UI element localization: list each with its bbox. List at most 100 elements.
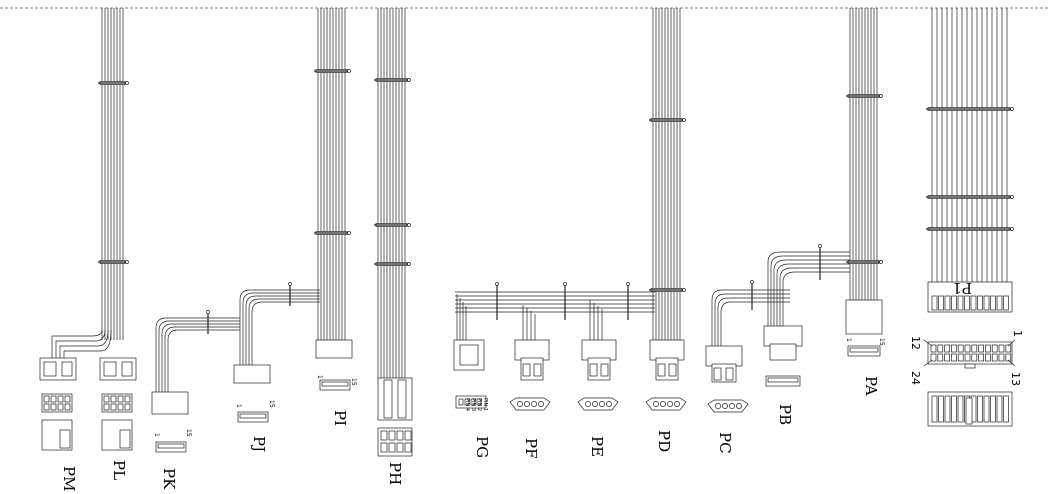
pin-pj-1: 1 — [235, 404, 242, 408]
pin — [124, 395, 131, 403]
pin — [991, 353, 998, 362]
molex-pin — [589, 363, 598, 377]
cable-pk-pj-pi — [151, 8, 353, 453]
sata-slot — [849, 347, 879, 353]
molex-pin — [522, 363, 531, 377]
pin — [404, 430, 412, 441]
bent-wire — [164, 326, 240, 392]
label-pm: PM — [60, 466, 78, 491]
bent-wire — [782, 271, 850, 326]
latch — [103, 361, 117, 377]
pin — [50, 395, 57, 403]
pin — [396, 442, 404, 453]
molex-body — [769, 343, 797, 361]
pin-slot — [938, 395, 944, 423]
connector-housing — [845, 299, 883, 335]
label-pb: PB — [776, 404, 794, 425]
molex-hole — [653, 401, 659, 407]
cable-tie-head — [347, 231, 351, 235]
latch — [397, 379, 407, 419]
molex-hole — [599, 401, 605, 407]
molex-hole — [736, 403, 742, 409]
latch — [383, 379, 393, 419]
molex-front — [509, 397, 551, 411]
latch — [121, 361, 133, 377]
pin-slot — [983, 295, 990, 311]
pin — [117, 395, 124, 403]
latch — [965, 397, 973, 425]
cable-tie-head — [206, 310, 210, 314]
label-pa: PA — [862, 376, 880, 396]
bent-wire — [1007, 359, 1016, 367]
molex-hole — [531, 401, 537, 407]
pin-pk-1: 1 — [153, 433, 160, 437]
cable-pa — [845, 8, 883, 357]
pin — [57, 395, 64, 403]
molex-hole — [517, 401, 523, 407]
pin — [1005, 353, 1012, 362]
label-pe: PE — [588, 436, 606, 457]
molex-hole — [667, 401, 673, 407]
pin — [57, 403, 64, 411]
pin-slot — [931, 295, 938, 311]
pin-slot — [977, 295, 983, 311]
pin — [396, 430, 404, 441]
bent-wire — [158, 320, 240, 392]
molex-hole — [538, 401, 544, 407]
cable-tie-head — [682, 118, 686, 122]
pin — [458, 398, 464, 406]
pin — [978, 344, 984, 353]
molex-hole — [729, 403, 735, 409]
pin — [930, 344, 937, 353]
pin-pg-1: PIN 1 — [482, 398, 488, 411]
side-latch — [59, 429, 71, 449]
bent-wire — [1007, 339, 1016, 347]
pin-slot — [931, 395, 938, 423]
pin-slot — [951, 395, 957, 423]
sata-slot — [321, 381, 349, 387]
bent-wire — [63, 329, 112, 360]
pin-p1-1: 1 — [1011, 330, 1024, 337]
pin-slot — [990, 295, 996, 311]
pin-pj-15: 15 — [268, 400, 275, 408]
bent-wire — [245, 295, 320, 365]
pin-pa-15: 15 — [878, 338, 885, 346]
bent-wire — [776, 263, 850, 326]
molex-pin — [713, 367, 722, 381]
molex-hole — [715, 403, 721, 409]
pin-pg-2: PIN 2 — [476, 398, 482, 411]
bent-wire — [711, 289, 790, 346]
pin-slot — [996, 295, 1003, 311]
pin-slot — [970, 295, 977, 311]
bent-wire — [717, 297, 790, 346]
connector-labels: PM PL PK PJ PI PH PG PF PE PD PC PB PA P… — [60, 279, 972, 491]
molex-hole — [660, 401, 666, 407]
label-pl: PL — [110, 460, 128, 480]
molex-front — [645, 397, 687, 411]
molex-hole — [674, 401, 680, 407]
pin-slot — [1003, 295, 1009, 311]
bent-wire — [714, 293, 790, 346]
bent-wire — [239, 289, 320, 365]
cable-tie-head — [407, 223, 411, 227]
pin-slot — [1003, 395, 1009, 423]
pin — [43, 403, 50, 411]
pin — [388, 442, 396, 453]
pin-slot — [983, 395, 990, 423]
pin — [937, 353, 944, 362]
cable-tie-head — [563, 282, 567, 286]
label-ph: PH — [386, 462, 404, 485]
molex-hole — [592, 401, 598, 407]
connector-housing — [581, 339, 617, 361]
pin — [944, 353, 950, 362]
connector-housing — [649, 339, 685, 361]
pin — [951, 353, 957, 362]
pin-pg-3: PIN 3 — [470, 398, 476, 411]
pin-p1-13: 13 — [1009, 372, 1022, 386]
pin — [470, 398, 476, 406]
cable-tie-head — [347, 69, 351, 73]
pin-slot — [964, 295, 970, 311]
bent-wire — [242, 292, 320, 365]
bent-wire — [773, 259, 850, 326]
cable-p1 — [923, 8, 1016, 427]
